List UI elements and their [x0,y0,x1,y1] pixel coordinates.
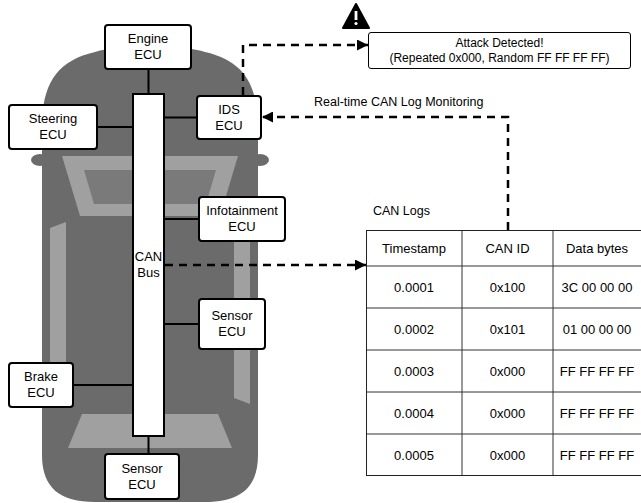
table-heading: CAN Logs [373,204,430,219]
bus-wire [148,70,150,93]
table-cell: 0x100 [462,266,553,308]
table-grid-line [366,308,641,309]
can-bus-bar: CAN Bus [132,93,165,437]
node-label: IDS ECU [215,102,242,133]
table-cell: 0x000 [462,350,553,392]
table-cell: 0.0004 [366,392,462,434]
table-header-cell: Timestamp [366,230,462,266]
bus-wire [165,117,196,119]
table-header-cell: CAN ID [462,230,553,266]
table-cell: 0x000 [462,392,553,434]
alert-box: Attack Detected!(Repeated 0x000, Random … [368,32,631,69]
ecu-box: Steering ECU [8,104,98,150]
warning-mark [354,22,357,25]
dashed-arrow [262,117,508,230]
bus-wire [165,218,198,220]
table-cell: 0x000 [462,434,553,476]
connector-label: Real-time CAN Log Monitoring [312,95,486,110]
table-cell: FF FF FF FF [553,434,641,476]
bus-wire [165,323,198,325]
node-label: (Repeated 0x000, Random FF FF FF FF) [389,51,609,65]
table-header-cell: Data bytes [553,230,641,266]
node-label: Steering ECU [29,111,77,142]
ecu-box: Sensor ECU [104,453,180,500]
table-grid [366,230,641,476]
table-grid-line [462,230,463,476]
table-grid-line [366,434,641,435]
ecu-box: Brake ECU [8,362,74,408]
ecu-box: Infotainment ECU [198,196,286,242]
warning-icon [343,4,369,28]
warning-mark [355,11,358,20]
node-label: Engine ECU [128,31,168,62]
table-cell: 3C 00 00 00 [553,266,641,308]
ecu-box: Engine ECU [104,24,192,70]
table-grid-line [553,230,554,476]
bus-wire [98,126,132,128]
table-cell: FF FF FF FF [553,392,641,434]
node-label: Sensor ECU [211,308,252,339]
node-label: Sensor ECU [121,461,162,492]
table-cell: 0.0005 [366,434,462,476]
node-label: Attack Detected! [455,36,543,50]
table-cell: 0.0003 [366,350,462,392]
bus-wire [74,384,132,386]
node-label: CAN Bus [135,249,162,280]
ecu-box: IDS ECU [196,95,262,140]
bus-wire [148,437,150,453]
table-cell: 0x101 [462,308,553,350]
table-cell: 0.0002 [366,308,462,350]
log-table: CAN Logs [366,230,641,476]
node-label: Brake ECU [24,369,58,400]
table-cell: 0.0001 [366,266,462,308]
table-grid-line [366,392,641,393]
table-grid-line [366,350,641,351]
table-grid-line [366,266,641,267]
table-cell: 01 00 00 00 [553,308,641,350]
dashed-arrow [243,45,368,95]
ecu-box: Sensor ECU [198,298,266,350]
dashed-arrow [165,264,366,267]
node-label: Infotainment ECU [206,203,278,234]
table-cell: FF FF FF FF [553,350,641,392]
